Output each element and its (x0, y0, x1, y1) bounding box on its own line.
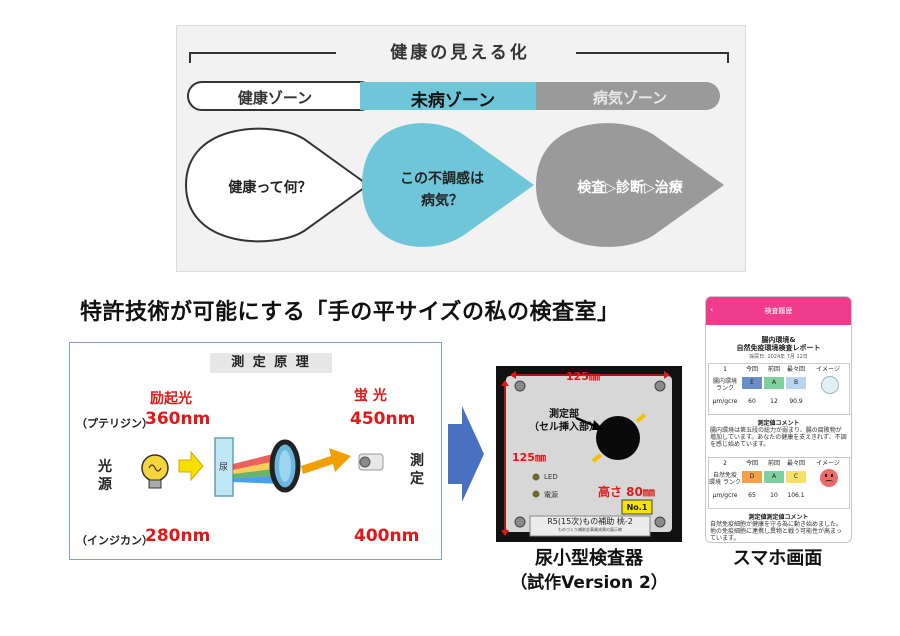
table1-row2-label: μm/gcre (712, 398, 738, 405)
table1-value-previous: 12 (770, 398, 778, 405)
title-bracket (189, 52, 729, 63)
table2-row1-label: 自然免疫 環境 ランク (709, 472, 741, 486)
led-indicator (532, 473, 540, 481)
bubble-sick-text: 検査▷診断▷治療 (577, 180, 683, 196)
table1-rank-current: E (742, 377, 762, 389)
led-label: LED (544, 473, 558, 481)
excitation-arrow (178, 450, 204, 482)
zone-sick-shape (536, 82, 720, 110)
comment-1-title: 測定値コメント (757, 420, 800, 427)
screw-icons (514, 380, 666, 528)
excitation-label: 励起光 (150, 391, 192, 407)
report-date: 採尿日: 2024年 7月 12日 (749, 354, 808, 360)
table1-header-3: 最々回 (786, 366, 805, 373)
table2-header-4: イメージ (816, 460, 840, 467)
measurement-part-label: 測定部 （セル挿入部） (529, 409, 599, 433)
device-caption: 尿小型検査器 (535, 548, 643, 569)
phone-caption: スマホ画面 (732, 548, 823, 569)
visualization-title: 健康の見える化 (390, 43, 530, 63)
result-table-1: 1 今回 前回 最々回 イメージ 腸内環境 ランク E A B μm/gcre … (708, 363, 850, 415)
excitation-nm: 360nm (145, 409, 211, 429)
result-table-2: 2 今回 前回 最々回 イメージ 自然免疫 環境 ランク D A C μm/gc… (708, 457, 850, 509)
table2-rank-before: C (786, 471, 806, 483)
pterin-label: （プテリジン） (76, 417, 153, 430)
fluorescence-nm-2: 400nm (354, 526, 420, 546)
table2-header-0: 2 (723, 460, 727, 467)
table1-value-before: 90.9 (789, 398, 803, 405)
comment-2-title: 測定値測定値コメント (748, 514, 809, 521)
plate-subtext: ものづくり補助金事業成果の展示物 (558, 527, 622, 532)
table2-rank-current: D (742, 471, 762, 483)
measurement-graphic (141, 437, 384, 497)
gut-image-icon (821, 376, 839, 394)
report-title-1: 腸内環境& (761, 336, 796, 344)
device-plate (529, 515, 651, 537)
headline: 特許技術が可能にする「手の平サイズの私の検査室」 (80, 300, 620, 325)
zone-healthy-label: 健康ゾーン (237, 89, 313, 107)
power-label: 電源 (544, 491, 558, 499)
light-bulb-icon (141, 454, 169, 489)
plate-text: R5(15次)もの補助 桃-2 (547, 517, 633, 526)
table1-rank-previous: A (764, 377, 784, 389)
flow-arrow-icon (448, 406, 484, 502)
measurement-port (596, 416, 640, 460)
phone-header-title: 検査履歴 (764, 307, 793, 315)
bubble-mibyou-text: この不調感は 病気？ (400, 171, 484, 209)
table1-value-current: 60 (748, 398, 756, 405)
comment-2-text: 自然免疫細胞が健康を守る為に動き始めました。他の免疫細胞に連携し異物と戦う可能性… (710, 521, 843, 542)
table2-rank-previous: A (764, 471, 784, 483)
table1-header-4: イメージ (816, 366, 840, 373)
table2-header-3: 最々回 (786, 460, 805, 467)
phone-header-bar (706, 297, 851, 325)
fluorescence-arrow (301, 448, 351, 474)
indican-label: （インジカン） (76, 534, 153, 547)
sad-face-icon (820, 469, 838, 487)
back-chevron-icon[interactable]: ‹ (710, 305, 714, 314)
report-title-2: 自然免疫環境検査レポート (736, 344, 821, 352)
comment-1-text: 腸内環境は第五段の総力が弱まり、腸の腐敗物が増加しています。あなたの健康を支えき… (710, 427, 847, 448)
measure-label: 測 定 (410, 453, 424, 487)
table2-value-previous: 10 (770, 492, 778, 499)
table1-header-1: 今回 (745, 366, 758, 373)
table2-value-current: 65 (748, 492, 756, 499)
table1-row1-label: 腸内環境 ランク (712, 378, 737, 392)
fluorescence-nm: 450nm (350, 409, 416, 429)
table2-header-1: 今回 (745, 460, 758, 467)
light-source-label: 光 源 (98, 459, 112, 493)
power-indicator (532, 490, 540, 498)
zone-sick-label: 病気ゾーン (592, 89, 668, 107)
number-tag-text: No.1 (626, 503, 648, 512)
spectrum-beam (233, 452, 281, 484)
width-label: 125㎜ (566, 370, 600, 383)
zone-mibyou-shape (360, 82, 550, 110)
bubble-healthy-text: 健康って何？ (228, 180, 312, 196)
table2-value-before: 106.1 (787, 492, 805, 499)
number-tag (621, 499, 653, 515)
bubble-sick-shape (536, 123, 724, 247)
device-graphic (501, 371, 670, 537)
urine-label: 尿 (219, 463, 229, 473)
excitation-nm-2: 280nm (145, 526, 211, 546)
depth-label: 高さ 80㎜ (598, 485, 655, 499)
sensor-icon (358, 453, 384, 471)
bubble-healthy-shape (184, 127, 370, 243)
height-label: 125㎜ (512, 451, 546, 464)
measurement-panel (69, 342, 442, 560)
table2-row2-label: μm/gcre (712, 492, 738, 499)
filter-lens-icon (269, 439, 301, 493)
table1-header-2: 前回 (767, 366, 780, 373)
bubble-mibyou-shape (362, 123, 534, 247)
fluorescence-label: 蛍 光 (354, 388, 387, 404)
measurement-title: 測 定 原 理 (210, 353, 332, 373)
phone-screen: ‹ 検査履歴 腸内環境& 自然免疫環境検査レポート 採尿日: 2024年 7月 … (705, 296, 852, 543)
table1-rank-before: B (786, 377, 806, 389)
visualization-graphic (184, 52, 729, 247)
device-caption-version: （試作Version 2） (510, 573, 668, 593)
table2-header-2: 前回 (767, 460, 780, 467)
zone-mibyou-label: 未病ゾーン (410, 91, 496, 111)
table1-header-0: 1 (723, 366, 727, 373)
